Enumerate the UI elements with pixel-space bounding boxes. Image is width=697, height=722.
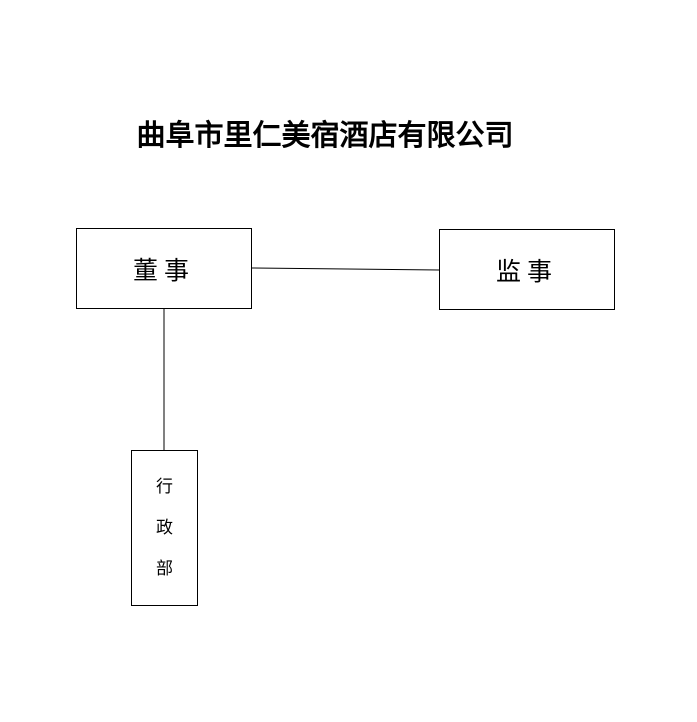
board-label: 董事 (132, 255, 195, 285)
board-node: 董事 (76, 228, 252, 309)
board-to-supervisor-line (251, 267, 440, 271)
supervisor-node: 监事 (439, 229, 615, 310)
admin-department-node: 行政部 (131, 450, 198, 606)
admin-department-label: 行政部 (155, 476, 173, 579)
supervisor-label: 监事 (495, 256, 558, 286)
org-chart-title: 曲阜市里仁美宿酒店有限公司 (136, 118, 514, 152)
